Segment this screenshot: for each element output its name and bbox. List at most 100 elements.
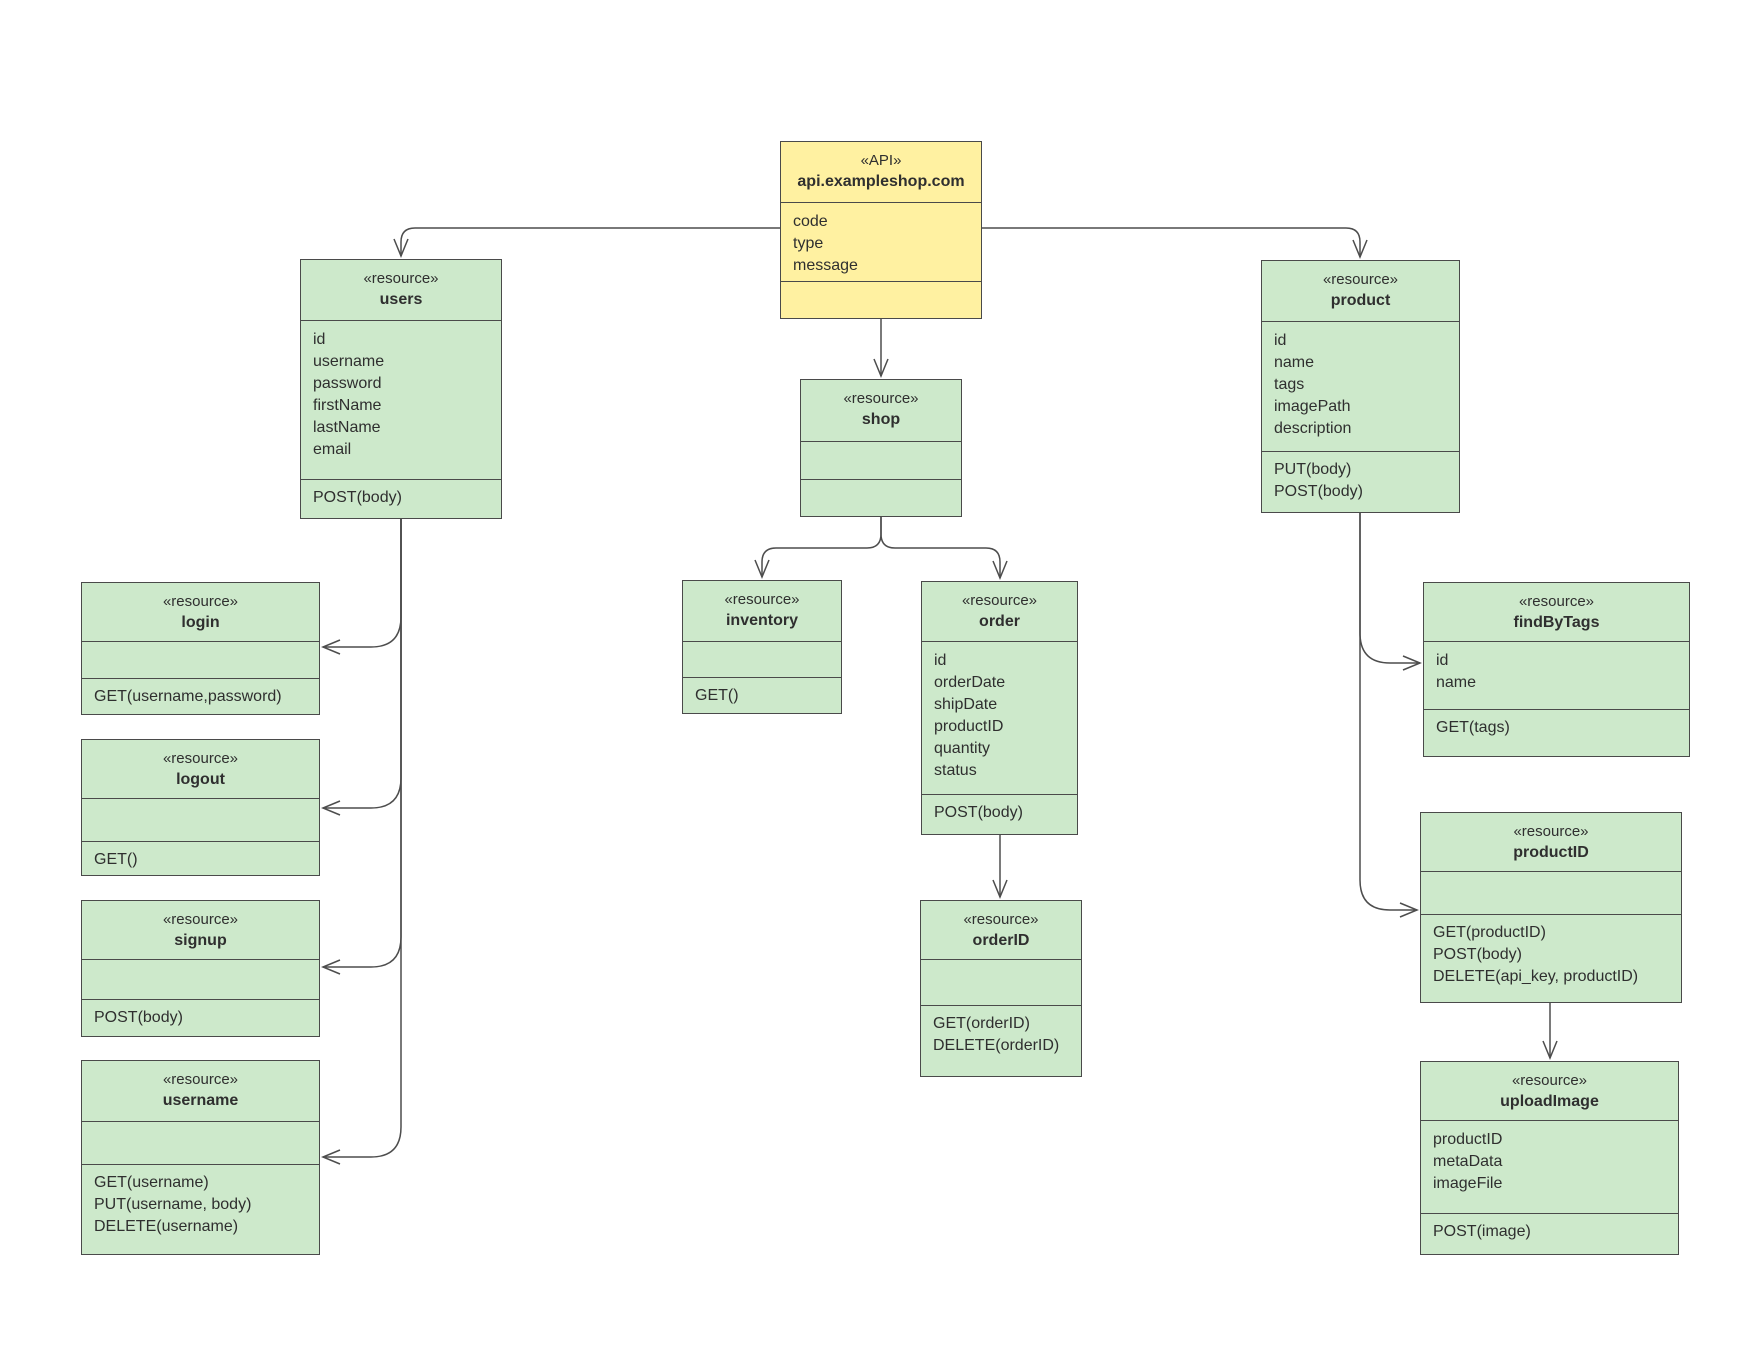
node-methods-section: POST(body): [82, 999, 319, 1038]
node-stereotype: «resource»: [1513, 823, 1589, 840]
edge-users-signup: [321, 519, 402, 975]
node-title-section: «resource» username: [82, 1061, 319, 1121]
node-title-section: «API»api.exampleshop.com: [781, 142, 981, 202]
node-title-section: «resource»product: [1262, 261, 1459, 321]
node-stereotype: «resource»: [363, 270, 439, 287]
attribute: password: [313, 375, 382, 392]
node-attributes-section: code type message: [781, 202, 981, 281]
edge-users-login: [321, 519, 402, 655]
node-title-section: «resource» orderID: [921, 901, 1081, 959]
attribute: shipDate: [934, 696, 998, 713]
node-name: productID: [1513, 844, 1589, 861]
edge-product-findByTags: [1359, 513, 1422, 671]
node-title-section: «resource»order: [922, 582, 1077, 641]
node-attributes-section: [82, 1121, 319, 1164]
node-attributes-section: [82, 641, 319, 678]
node-title-section: «resource» productID: [1421, 813, 1681, 871]
attribute: metaData: [1433, 1153, 1503, 1170]
node-stereotype: «resource»: [162, 1071, 239, 1088]
node-attributes-section: [82, 798, 319, 841]
node-stereotype: «resource»: [1511, 1072, 1588, 1089]
node-title-section: «resource»findByTags: [1424, 583, 1689, 641]
node-name: logout: [176, 771, 225, 788]
node-attributes-section: [921, 959, 1081, 1005]
node-stereotype: «resource»: [724, 591, 800, 608]
node-methods-section: GET(username) PUT(username, body) DELETE(u…: [82, 1164, 319, 1256]
node-name: uploadImage: [1500, 1093, 1599, 1110]
node-methods-section: [801, 479, 961, 518]
node-attributes-section: [801, 441, 961, 479]
method: DELETE(api_key, productID): [1433, 968, 1639, 985]
method: GET(): [94, 851, 138, 868]
node-methods-section: PUT(body)POST(body): [1262, 451, 1459, 514]
node-attributes-section: id name: [1424, 641, 1689, 709]
attribute: id: [934, 652, 947, 669]
node-title-section: «resource»inventory: [683, 581, 841, 641]
node-title-section: «resource»signup: [82, 901, 319, 959]
node-title-section: «resource»login: [82, 583, 319, 641]
method: PUT(username, body): [94, 1196, 252, 1213]
attribute: name: [1436, 674, 1477, 691]
method: POST(body): [1433, 946, 1522, 963]
node-shop: «resource»shop: [800, 379, 962, 517]
method: DELETE(orderID): [933, 1037, 1060, 1054]
node-methods-section: POST(body): [301, 479, 501, 520]
node-methods-section: GET(): [683, 677, 841, 715]
node-stereotype: «resource»: [1322, 271, 1399, 288]
node-methods-section: GET(username,password): [82, 678, 319, 716]
node-stereotype: «resource»: [162, 911, 239, 928]
method: POST(body): [94, 1009, 183, 1026]
node-name: login: [181, 614, 220, 631]
attribute: imagePath: [1274, 398, 1351, 415]
node-name: username: [162, 1092, 239, 1109]
edge-api-users: [393, 227, 780, 258]
node-name: orderID: [972, 932, 1030, 949]
method: GET(tags): [1436, 719, 1510, 736]
attribute: id: [1274, 332, 1287, 349]
method: GET(username): [94, 1174, 209, 1191]
node-stereotype: «resource»: [162, 750, 239, 767]
attribute: id: [1436, 652, 1449, 669]
attribute: quantity: [934, 740, 991, 757]
node-title-section: «resource» uploadImage: [1421, 1062, 1678, 1120]
attribute: message: [793, 257, 858, 274]
node-title-section: «resource» users: [301, 260, 501, 320]
node-name: users: [379, 291, 423, 308]
attribute: productID: [934, 718, 1004, 735]
node-api: «API»api.exampleshop.com code type message: [780, 141, 982, 319]
method: GET(): [695, 687, 739, 704]
attribute: orderDate: [934, 674, 1006, 691]
node-title-section: «resource» logout: [82, 740, 319, 798]
attribute: imageFile: [1433, 1175, 1503, 1192]
edge-api-product: [982, 227, 1368, 259]
edge-users-username: [321, 519, 402, 1165]
node-productID: «resource» productID GET(productID) POST(bo…: [1420, 812, 1682, 1003]
attribute: type: [793, 235, 824, 252]
edge-users-logout: [321, 519, 402, 816]
node-attributes-section: [82, 959, 319, 999]
node-methods-section: GET(tags): [1424, 709, 1689, 758]
node-stereotype: «resource»: [961, 592, 1038, 609]
node-methods-section: GET(): [82, 841, 319, 877]
method: POST(body): [313, 489, 402, 506]
edge-shop-inventory: [754, 517, 882, 579]
node-attributes-section: [683, 641, 841, 677]
node-methods-section: POST(image): [1421, 1213, 1678, 1256]
attribute: username: [313, 353, 385, 370]
attribute: code: [793, 213, 828, 230]
node-stereotype: «resource»: [963, 911, 1039, 928]
method: DELETE(username): [94, 1218, 239, 1235]
attribute: lastName: [313, 419, 381, 436]
method: GET(productID): [1433, 924, 1546, 941]
